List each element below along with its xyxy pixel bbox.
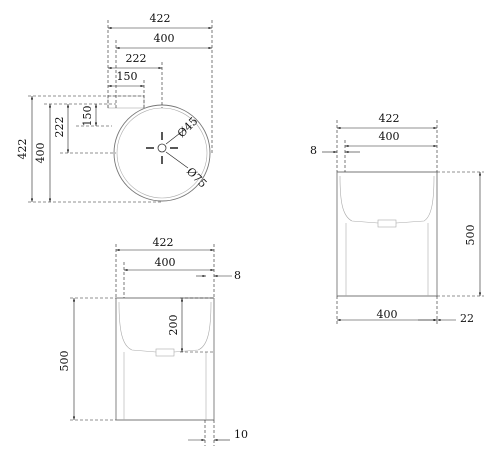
front-height-label: 500 <box>58 351 71 372</box>
top-width-inner-label: 400 <box>154 32 175 45</box>
top-height-outer-label: 422 <box>16 139 29 160</box>
front-view: 422 400 8 200 500 10 <box>58 236 248 446</box>
side-base-offset-label: 22 <box>460 312 474 325</box>
top-offset-222-label: 222 <box>126 52 147 65</box>
front-base-offset-label: 10 <box>234 428 248 441</box>
top-height-inner-label: 400 <box>34 143 47 164</box>
top-view-leader-45 <box>165 129 185 145</box>
top-drain-dia-label: Ø45 <box>175 115 200 140</box>
side-height-label: 500 <box>464 225 477 246</box>
side-view: 422 400 8 500 400 22 <box>310 112 484 325</box>
top-height-222-label: 222 <box>53 117 66 138</box>
front-width-outer-label: 422 <box>153 236 174 249</box>
top-view-tap-block <box>107 95 145 109</box>
side-view-bowl-curve <box>339 175 435 224</box>
side-width-inner-label: 400 <box>379 130 400 143</box>
side-base-width-label: 400 <box>377 308 398 321</box>
top-bowl-dia-label: Ø75 <box>184 165 209 190</box>
front-view-bowl-curve <box>118 301 212 353</box>
top-view-leader-75 <box>165 151 189 169</box>
front-view-body <box>115 297 215 421</box>
front-wall-label: 8 <box>234 269 241 282</box>
front-view-drain <box>155 348 175 357</box>
side-width-outer-label: 422 <box>379 112 400 125</box>
side-wall-label: 8 <box>310 144 317 157</box>
top-width-outer-label: 422 <box>150 12 171 25</box>
front-width-inner-label: 400 <box>155 256 176 269</box>
front-basin-depth-label: 200 <box>167 315 180 336</box>
top-height-150-label: 150 <box>81 106 94 127</box>
top-view: 422 400 222 150 422 400 222 150 Ø45 Ø75 <box>16 12 213 203</box>
top-view-drain <box>157 143 167 153</box>
side-view-drain <box>377 219 397 228</box>
side-view-body <box>336 171 438 297</box>
top-offset-150-label: 150 <box>117 70 138 83</box>
